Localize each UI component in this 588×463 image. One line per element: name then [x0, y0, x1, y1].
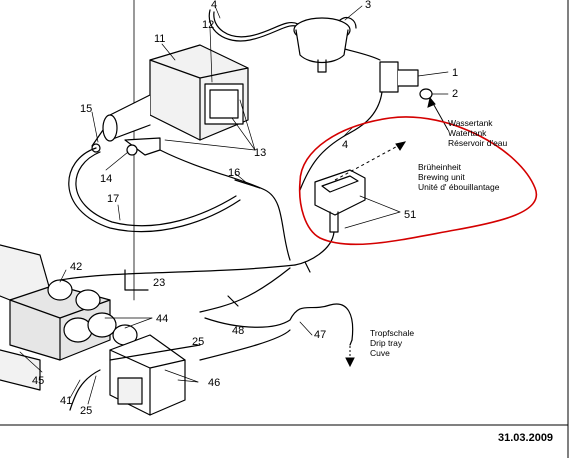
label-48: 48 [232, 325, 244, 337]
caption-brewing-en: Brewing unit [418, 172, 465, 182]
label-14: 14 [100, 173, 112, 185]
valve-bracket-45 [0, 349, 41, 391]
tank-valve-spout [397, 69, 419, 87]
flowmeter-connector [339, 16, 357, 29]
tube-25 [199, 329, 291, 361]
brewing-arrow-line [334, 141, 406, 181]
highlight-ellipse [298, 116, 538, 246]
valve-cylinder-3 [63, 317, 93, 343]
valve-cylinder-4 [87, 312, 117, 338]
caption-driptray-de: Tropfschale [370, 328, 414, 338]
drip-arrow-head [345, 357, 355, 368]
label-4-right: 4 [342, 139, 348, 151]
label-2: 2 [452, 88, 458, 100]
label-12: 12 [202, 19, 214, 31]
label-41: 41 [60, 395, 72, 407]
pump-bracket-inner [209, 89, 239, 119]
label-15: 15 [80, 103, 92, 115]
caption-watertank-de: Wassertank [448, 118, 493, 128]
label-3: 3 [365, 0, 371, 11]
label-1: 1 [452, 67, 458, 79]
label-46: 46 [208, 377, 220, 389]
caption-brewing-de: Brüheinheit [418, 162, 462, 172]
brewing-arrow-head [395, 141, 407, 151]
caption-brewing-fr: Unité d' ébouillantage [418, 182, 500, 192]
caption-driptray-en: Drip tray [370, 338, 403, 348]
tube-4-loop [208, 9, 301, 42]
tube-48-tick [227, 295, 239, 307]
flowmeter-body [295, 29, 349, 64]
label-45: 45 [32, 375, 44, 387]
tube-16 [159, 149, 291, 261]
label-25-bottom: 25 [80, 405, 92, 417]
valve-outlet-pipe [109, 344, 201, 361]
pump-bracket [204, 83, 244, 125]
caption-driptray-fr: Cuve [370, 348, 390, 358]
tube-23 [124, 269, 149, 291]
tube-47 [204, 303, 354, 341]
brewing-tube-tick [304, 261, 311, 273]
caption-watertank-en: Watertank [448, 128, 487, 138]
valve-46-window [117, 377, 143, 405]
label-47: 47 [314, 329, 326, 341]
pump-cylinder-end [102, 114, 118, 142]
label-44: 44 [156, 313, 168, 325]
tube-17 [68, 147, 241, 233]
label-25-right: 25 [192, 336, 204, 348]
label-17: 17 [107, 193, 119, 205]
mount-screw [126, 144, 138, 156]
tube-47-end [349, 339, 353, 346]
flowmeter-spout [317, 59, 327, 73]
label-11: 11 [154, 33, 165, 45]
footer-date: 31.03.2009 [498, 432, 553, 444]
label-16: 16 [228, 167, 240, 179]
brewing-connector [314, 169, 366, 216]
valve-46-edges [109, 349, 186, 416]
brewing-connector-top [321, 175, 359, 193]
brewing-tube [294, 231, 335, 266]
main-tube-upper [59, 264, 296, 281]
tube-4-right [299, 91, 383, 191]
tube-4-loop-inner [213, 11, 299, 38]
label-51: 51 [404, 209, 416, 221]
caption-watertank-fr: Réservoir d'eau [448, 138, 508, 148]
label-23: 23 [153, 277, 165, 289]
tube-17-inner [75, 151, 237, 227]
pump-edges [149, 59, 249, 141]
tube-48 [199, 267, 291, 313]
valve-cylinder-1 [47, 279, 73, 301]
tank-valve [379, 61, 399, 93]
label-42: 42 [70, 261, 82, 273]
label-13: 13 [254, 147, 266, 159]
label-4-top: 4 [211, 0, 217, 11]
valve-cylinder-2 [75, 289, 101, 311]
watertank-arrow-head [427, 96, 436, 108]
tube-25-lower [69, 369, 101, 411]
arrows [334, 96, 449, 368]
